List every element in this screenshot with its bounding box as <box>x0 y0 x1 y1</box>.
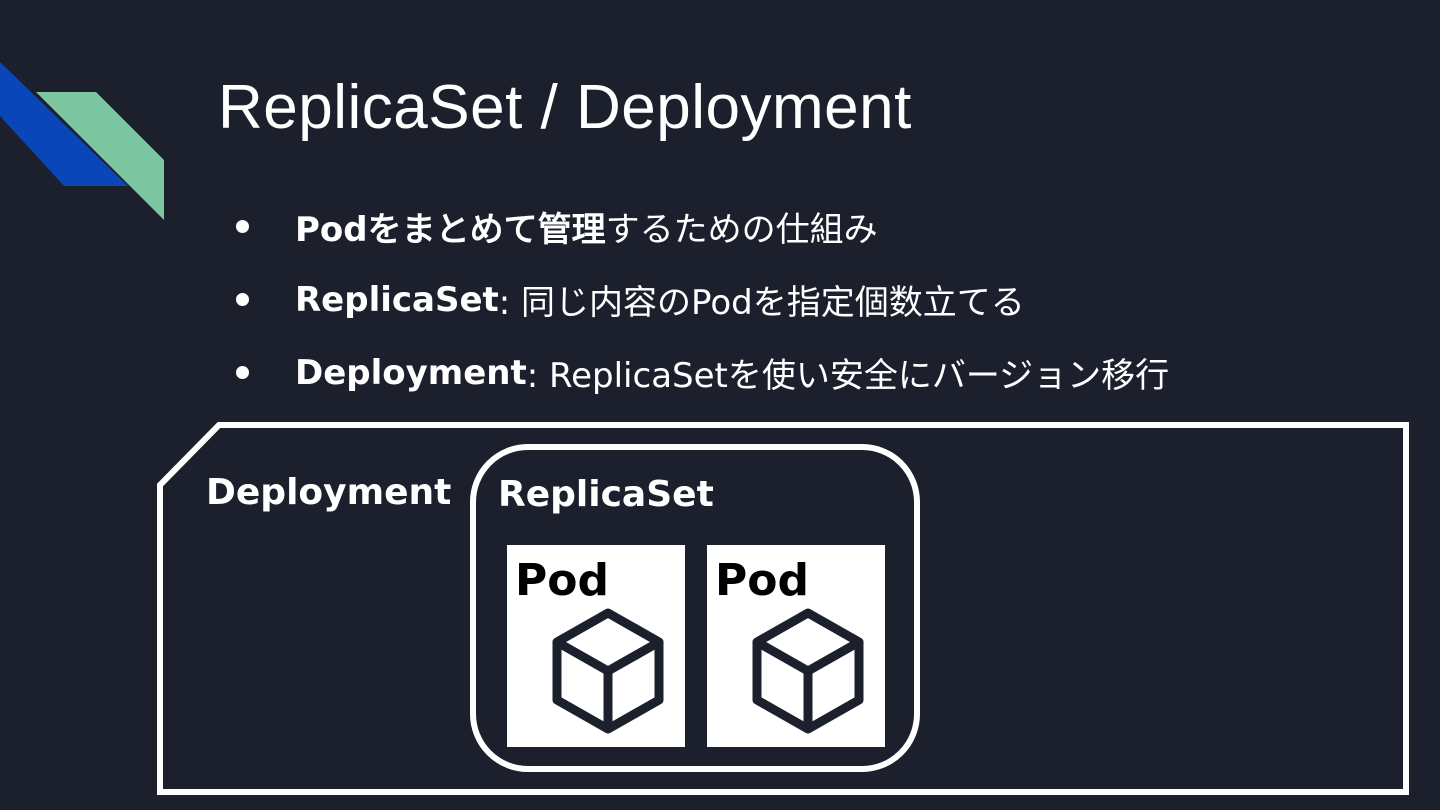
cube-icon <box>552 608 664 734</box>
bullet-dot-icon <box>236 220 249 233</box>
pod-label: Pod <box>515 555 609 606</box>
bullet-bold-text: ReplicaSet <box>295 279 499 320</box>
bullet-text: : 同じ内容のPodを指定個数立てる <box>498 283 1025 323</box>
bullet-text: : ReplicaSetを使い安全にバージョン移行 <box>526 356 1170 396</box>
bullet-bold-text: Podをまとめて管理 <box>295 210 606 250</box>
corner-decoration <box>0 62 164 220</box>
pod-box: Pod <box>507 545 685 747</box>
replicaset-label: ReplicaSet <box>498 474 714 515</box>
bullet-item: ReplicaSet: 同じ内容のPodを指定個数立てる <box>230 263 1169 336</box>
pod-label: Pod <box>715 555 809 606</box>
slide-title: ReplicaSet / Deployment <box>218 73 912 142</box>
cube-icon <box>752 608 864 734</box>
deployment-label: Deployment <box>206 472 452 513</box>
pod-box: Pod <box>707 545 885 747</box>
bullet-text: するための仕組み <box>605 210 878 250</box>
bullet-item: Podをまとめて管理するための仕組み <box>230 190 1169 263</box>
bullet-dot-icon <box>236 366 249 379</box>
bullet-item: Deployment: ReplicaSetを使い安全にバージョン移行 <box>230 336 1169 409</box>
bullet-list: Podをまとめて管理するための仕組み ReplicaSet: 同じ内容のPodを… <box>230 190 1169 409</box>
bullet-dot-icon <box>236 293 249 306</box>
blue-stripe <box>0 62 128 186</box>
green-stripe <box>36 92 164 220</box>
bullet-bold-text: Deployment <box>295 352 527 393</box>
